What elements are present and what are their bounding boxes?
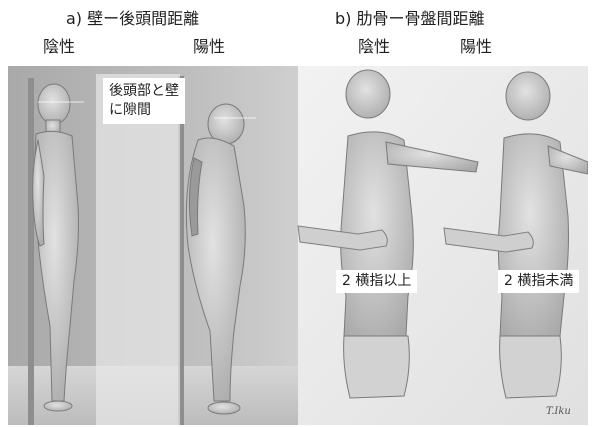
figure-wall-positive [185, 103, 246, 415]
heading-rib-pelvis: b) 肋骨ー骨盤間距離 [335, 9, 485, 28]
figure-wall-negative [32, 83, 79, 412]
examiner-hand-2 [443, 227, 534, 253]
heading-a-negative: 陰性 [43, 37, 76, 56]
heading-a-positive: 陽性 [193, 37, 226, 56]
heading-b-negative: 陰性 [358, 37, 391, 56]
examiner-hand-1 [297, 225, 388, 251]
label-occiput-wall-gap: 後頭部と壁に隙間 [103, 78, 185, 124]
heading-wall-occiput: a) 壁ー後頭間距離 [66, 9, 200, 28]
label-less-than-two-fingers: 2 横指未満 [498, 270, 580, 293]
label-two-fingers-or-more: 2 横指以上 [336, 270, 418, 293]
heading-b-positive: 陽性 [460, 37, 493, 56]
posture-illustration [8, 66, 588, 425]
artist-signature: T.Iku [546, 406, 571, 417]
